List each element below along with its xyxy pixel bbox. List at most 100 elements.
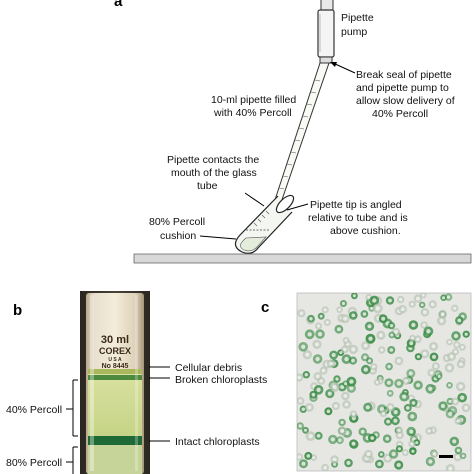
chloroplast-cell xyxy=(430,450,439,458)
chloroplast-cell xyxy=(414,353,422,361)
chloroplast-cell xyxy=(297,422,304,430)
chloroplast-cell xyxy=(401,449,409,457)
contacts-label-1: Pipette contacts the xyxy=(167,154,259,166)
chloroplast-cell xyxy=(302,426,309,434)
chloroplast-cell xyxy=(387,346,396,354)
bench-surface xyxy=(133,253,472,264)
chloroplast-cell xyxy=(358,427,367,436)
chloroplast-cell xyxy=(395,445,403,453)
break-seal-label-4: 40% Percoll xyxy=(372,108,428,120)
tip-angled-arrow xyxy=(286,203,309,211)
chloroplast-cell xyxy=(394,460,404,470)
chloroplast-cell xyxy=(402,376,411,385)
chloroplast-cell xyxy=(429,341,439,351)
chloroplast-cell xyxy=(336,306,343,314)
tube-brand-marking: COREX xyxy=(99,346,131,356)
pipette-pump-illustration xyxy=(317,0,335,64)
chloroplast-cell xyxy=(368,433,377,443)
chloroplast-cell xyxy=(302,371,310,379)
percoll-80-layer xyxy=(88,445,142,474)
intact-chloroplasts-label: Intact chloroplasts xyxy=(175,436,260,448)
chloroplast-cell xyxy=(337,426,347,436)
chloroplast-cell xyxy=(333,375,341,383)
chloroplast-cell xyxy=(382,434,392,444)
chloroplast-cell xyxy=(429,352,439,362)
chloroplast-cell xyxy=(340,314,350,324)
chloroplast-cell xyxy=(431,362,440,371)
chloroplast-cell xyxy=(378,314,388,324)
cushion-label-2: cushion xyxy=(160,230,196,242)
percoll-80-label: 80% Percoll xyxy=(6,457,62,469)
broken-chloroplast-band xyxy=(88,375,142,380)
chloroplast-cell xyxy=(444,363,455,373)
cellular-debris-label: Cellular debris xyxy=(175,362,242,374)
chloroplast-cell xyxy=(373,379,381,386)
chloroplast-cell xyxy=(312,354,323,364)
chloroplast-cell xyxy=(388,449,399,459)
chloroplast-cell xyxy=(297,453,304,461)
tip-angled-label-2: relative to tube and is xyxy=(308,212,408,224)
chloroplast-cell xyxy=(379,409,388,418)
pipette-pump-label-2: pump xyxy=(341,26,367,38)
panel-b: b 30 ml COREX U S A No 8445 Cellular deb… xyxy=(6,291,267,474)
chloroplast-cell xyxy=(330,455,339,464)
chloroplast-cell xyxy=(376,330,386,340)
chloroplast-cell xyxy=(338,418,346,427)
chloroplast-cell xyxy=(349,439,358,448)
chloroplast-cell xyxy=(451,348,460,356)
chloroplast-cell xyxy=(365,333,376,344)
chloroplast-cell xyxy=(360,310,369,318)
tube-country-marking: U S A xyxy=(108,357,122,363)
chloroplast-cell xyxy=(425,383,436,394)
chloroplast-cell xyxy=(304,451,313,460)
chloroplast-cell xyxy=(307,314,315,323)
chloroplast-cell xyxy=(455,316,464,325)
chloroplast-cell xyxy=(305,431,316,442)
chloroplast-cell xyxy=(319,366,328,375)
chloroplast-cell xyxy=(406,426,417,437)
chloroplast-cell xyxy=(406,368,416,378)
chloroplast-cell xyxy=(446,338,453,346)
chloroplast-cell xyxy=(385,296,395,305)
chloroplast-cell xyxy=(386,389,394,397)
chloroplast-cell xyxy=(305,403,314,412)
tip-angled-label-1: Pipette tip is angled xyxy=(310,199,402,211)
chloroplast-cell xyxy=(455,381,466,392)
tube-number-marking: No 8445 xyxy=(102,363,129,370)
chloroplast-cell xyxy=(449,436,460,447)
break-seal-label-2: and pipette pump to xyxy=(356,82,449,94)
chloroplast-cell xyxy=(395,426,403,434)
chloroplast-cell xyxy=(391,416,400,426)
chloroplast-cell xyxy=(456,360,466,369)
chloroplast-cell xyxy=(364,321,375,331)
chloroplast-cell xyxy=(342,400,351,409)
chloroplast-cell xyxy=(425,456,436,467)
chloroplast-cell xyxy=(351,293,358,300)
cushion-arrow xyxy=(199,235,237,240)
chloroplast-cell xyxy=(385,362,393,371)
chloroplast-cell xyxy=(420,293,427,299)
chloroplast-cell xyxy=(436,316,447,326)
chloroplast-cell xyxy=(348,356,358,365)
chloroplast-cell xyxy=(328,434,338,445)
chloroplast-cell xyxy=(454,417,463,425)
chloroplast-cell xyxy=(302,350,312,360)
panel-b-letter: b xyxy=(13,302,22,319)
chloroplast-cell xyxy=(386,403,395,412)
chloroplast-cell xyxy=(297,309,306,318)
chloroplast-cell xyxy=(413,294,423,303)
chloroplast-cell xyxy=(364,449,373,459)
chloroplast-cell xyxy=(403,404,412,412)
chloroplast-cell xyxy=(436,373,443,380)
chloroplast-cell xyxy=(451,304,459,312)
cushion-label-1: 80% Percoll xyxy=(149,216,205,228)
chloroplast-cell xyxy=(438,401,448,411)
chloroplast-cell xyxy=(459,343,466,351)
panel-c: c xyxy=(261,292,472,472)
break-seal-label-1: Break seal of pipette xyxy=(356,69,452,81)
chloroplast-cell xyxy=(419,301,426,309)
chloroplast-cell xyxy=(423,326,434,337)
chloroplast-cell xyxy=(409,447,417,455)
chloroplast-cell xyxy=(329,350,339,360)
